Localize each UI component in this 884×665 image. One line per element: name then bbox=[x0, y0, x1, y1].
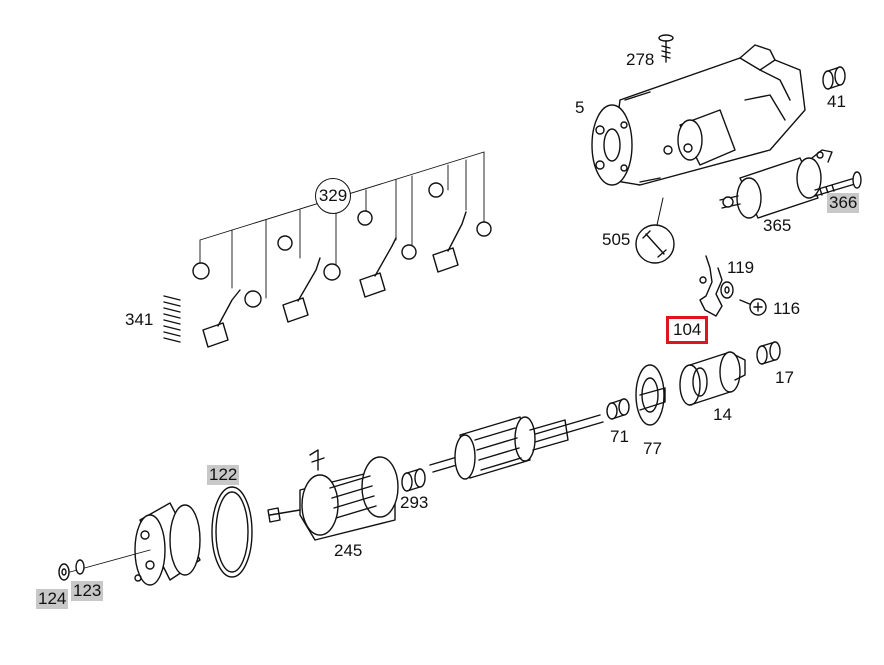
part-label-14[interactable]: 14 bbox=[713, 405, 732, 424]
part-label-5[interactable]: 5 bbox=[575, 98, 585, 117]
end-cover[interactable] bbox=[69, 502, 201, 586]
ring-71[interactable] bbox=[606, 398, 630, 420]
part-label-77[interactable]: 77 bbox=[643, 439, 662, 458]
bushing-17[interactable] bbox=[756, 341, 781, 365]
bolt-366[interactable] bbox=[814, 171, 862, 197]
part-label-71[interactable]: 71 bbox=[610, 427, 629, 446]
part-label-278[interactable]: 278 bbox=[626, 50, 655, 69]
part-label-123[interactable]: 123 bbox=[71, 581, 104, 601]
part-label-341[interactable]: 341 bbox=[125, 310, 154, 329]
wrench-icon bbox=[635, 197, 675, 264]
starter-motor-housing[interactable] bbox=[591, 44, 806, 186]
fork-lever-104[interactable] bbox=[699, 255, 723, 317]
washer-119[interactable] bbox=[720, 281, 734, 299]
bushing-293[interactable] bbox=[401, 468, 426, 492]
gasket-122[interactable] bbox=[211, 486, 253, 578]
brush-set-329[interactable] bbox=[192, 151, 492, 348]
spring-341[interactable] bbox=[163, 295, 181, 343]
bushing-41[interactable] bbox=[822, 66, 846, 90]
ring-123[interactable] bbox=[75, 559, 85, 575]
screw-278[interactable] bbox=[658, 34, 674, 63]
part-label-293[interactable]: 293 bbox=[400, 493, 429, 512]
solenoid-365[interactable] bbox=[719, 149, 833, 219]
part-label-104[interactable]: 104 bbox=[666, 316, 709, 344]
part-label-124[interactable]: 124 bbox=[36, 589, 69, 609]
pinion-drive-14[interactable] bbox=[679, 351, 746, 406]
part-label-116[interactable]: 116 bbox=[773, 299, 801, 318]
part-label-329[interactable]: 329 bbox=[315, 178, 351, 214]
armature[interactable] bbox=[429, 414, 604, 480]
washer-124[interactable] bbox=[58, 563, 70, 581]
part-label-122[interactable]: 122 bbox=[207, 465, 240, 485]
screw-116[interactable] bbox=[739, 298, 767, 316]
part-label-365[interactable]: 365 bbox=[763, 216, 792, 235]
part-label-41[interactable]: 41 bbox=[827, 92, 846, 111]
disc-77[interactable] bbox=[635, 364, 666, 426]
brush-holder-245[interactable] bbox=[267, 449, 399, 541]
part-label-119[interactable]: 119 bbox=[727, 258, 755, 277]
part-label-366[interactable]: 366 bbox=[827, 193, 860, 213]
part-label-505[interactable]: 505 bbox=[602, 230, 631, 249]
part-label-17[interactable]: 17 bbox=[775, 368, 794, 387]
part-label-245[interactable]: 245 bbox=[334, 541, 363, 560]
